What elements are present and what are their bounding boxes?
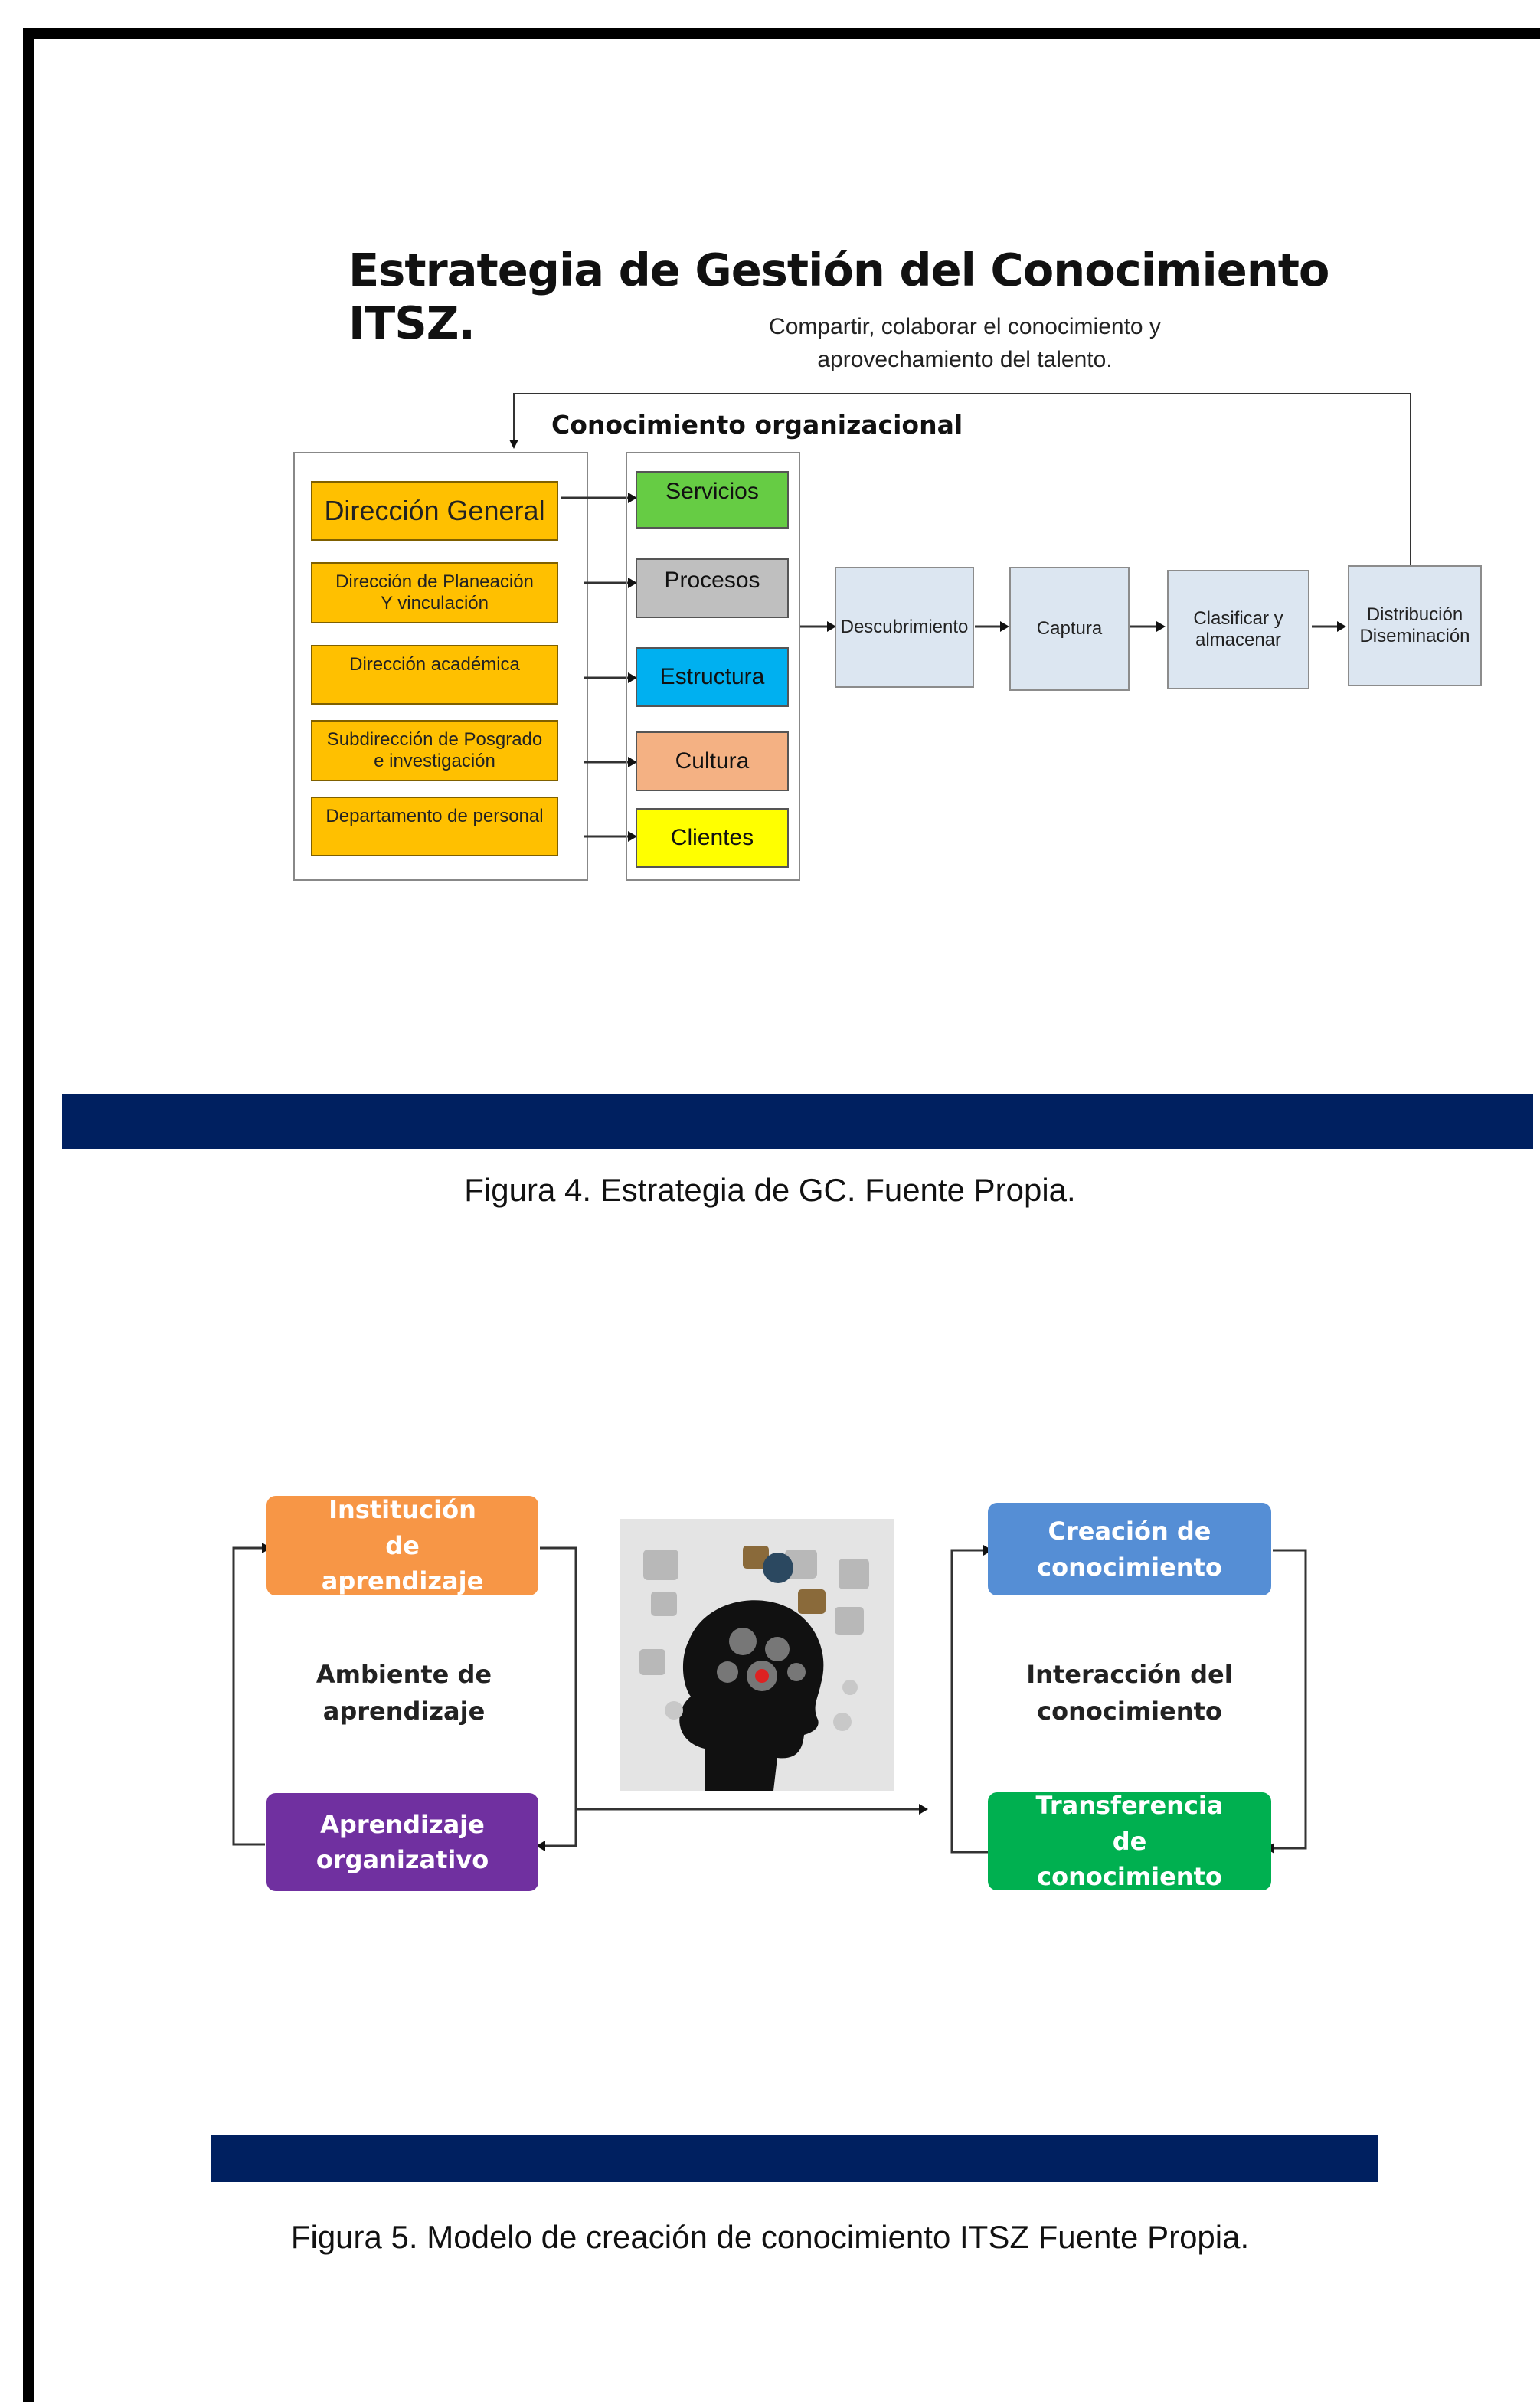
feedback-loop-connector [509,393,1411,565]
department-posgrado: Subdirección de Posgrado e investigación [311,720,558,781]
flow-arrows [800,621,1346,632]
figure-5-band [211,2135,1378,2182]
top-note-line-1: Compartir, colaborar el conocimiento y [769,314,1161,339]
department-academica: Dirección académica [311,645,558,705]
department-arrows [561,493,637,842]
figure-4-caption: Figura 4. Estrategia de GC. Fuente Propi… [464,1172,1076,1208]
section-label: Conocimiento organizacional [551,410,963,440]
label-ambiente-aprendizaje: Ambiente de aprendizaje [316,1660,492,1726]
box-institucion-aprendizaje: Institución de aprendizaje [266,1495,538,1595]
figure-5-caption: Figura 5. Modelo de creación de conocimi… [290,2219,1250,2255]
box-transferencia-conocimiento: Transferencia de conocimiento [988,1791,1271,1891]
knowledge-areas-container [626,452,800,881]
departments-container [293,452,588,881]
flow-step-distribucion: Distribución Diseminación [1348,565,1482,686]
figure-4-band [62,1094,1533,1149]
area-clientes: Clientes [636,808,789,868]
box-aprendizaje-organizativo: Aprendizaje organizativo [266,1793,538,1891]
page-frame [23,28,1540,2402]
flow-step-captura: Captura [1009,567,1130,691]
flow-step-clasificar: Clasificar y almacenar [1167,570,1309,689]
label-interaccion-conocimiento: Interacción del conocimiento [1026,1660,1233,1726]
head-with-gears-icon [620,1519,894,1791]
area-procesos: Procesos [636,558,789,618]
flow-step-descubrimiento: Descubrimiento [835,567,974,688]
department-direccion-general: Dirección General [311,481,558,541]
top-note-line-2: aprovechamiento del talento. [817,347,1113,372]
area-cultura: Cultura [636,731,789,791]
figure-4-title: Estrategia de Gestión del Conocimiento I… [348,244,1329,349]
area-servicios: Servicios [636,471,789,529]
department-personal: Departamento de personal [311,797,558,856]
box-creacion-conocimiento: Creación de conocimiento [988,1503,1271,1595]
department-planeacion: Dirección de Planeación Y vinculación [311,562,558,623]
area-estructura: Estructura [636,647,789,707]
